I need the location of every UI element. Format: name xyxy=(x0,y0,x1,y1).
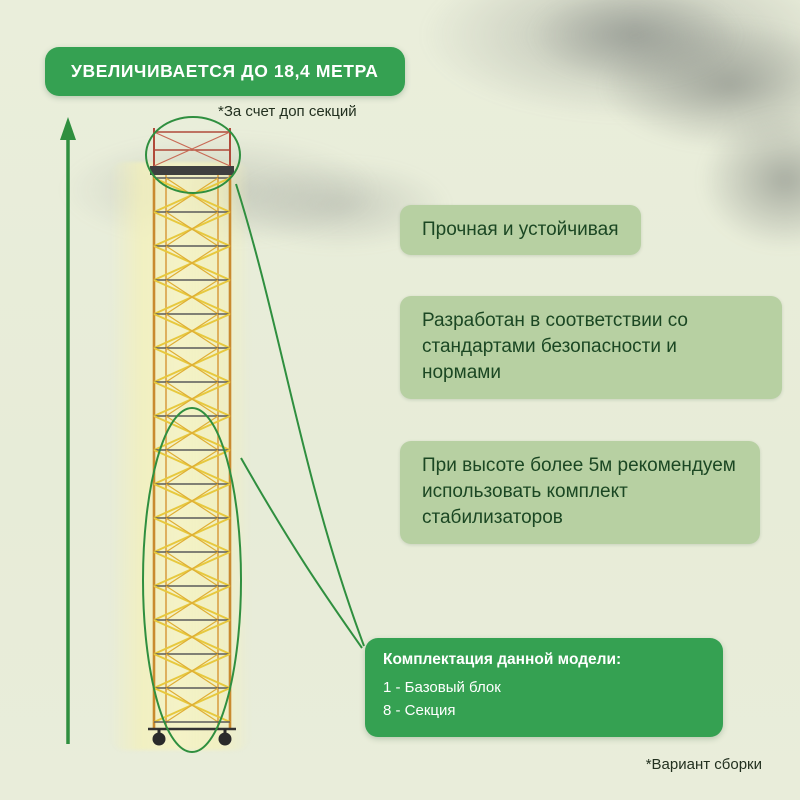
cloud xyxy=(700,110,800,250)
kit-box: Комплектация данной модели: 1 - Базовый … xyxy=(365,638,723,737)
feature-badge-label: Разработан в соответствии со стандартами… xyxy=(422,310,688,384)
tower-top-platform xyxy=(150,128,234,175)
feature-badge-standards: Разработан в соответствии со стандартами… xyxy=(400,296,782,399)
cloud xyxy=(420,0,800,120)
callout-line-bottom xyxy=(240,457,363,649)
kit-item-section: 8 - Секция xyxy=(383,702,456,720)
headline-text: УВЕЛИЧИВАЕТСЯ ДО 18,4 МЕТРА xyxy=(71,61,379,81)
feature-badge-stabilizers: При высоте более 5м рекомендуем использо… xyxy=(400,441,760,544)
assembly-footnote: *Вариант сборки xyxy=(645,756,762,773)
feature-badge-durable: Прочная и устойчивая xyxy=(400,205,641,256)
feature-badge-label: Прочная и устойчивая xyxy=(422,219,619,240)
arrow-up-icon xyxy=(60,117,76,744)
scaffold-tower xyxy=(146,126,238,750)
cloud xyxy=(530,0,740,85)
cloud xyxy=(600,20,800,150)
callout-line-top xyxy=(235,183,365,647)
feature-badge-label: При высоте более 5м рекомендуем использо… xyxy=(422,455,736,529)
kit-item-base: 1 - Базовый блок xyxy=(383,679,501,696)
headline-banner: УВЕЛИЧИВАЕТСЯ ДО 18,4 МЕТРА xyxy=(45,47,405,96)
banner-footnote: *За счет доп секций xyxy=(218,103,357,120)
scaffold-tower-illustration xyxy=(148,128,236,746)
kit-title: Комплектация данной модели: xyxy=(383,651,622,668)
tower-wheels xyxy=(148,727,236,746)
